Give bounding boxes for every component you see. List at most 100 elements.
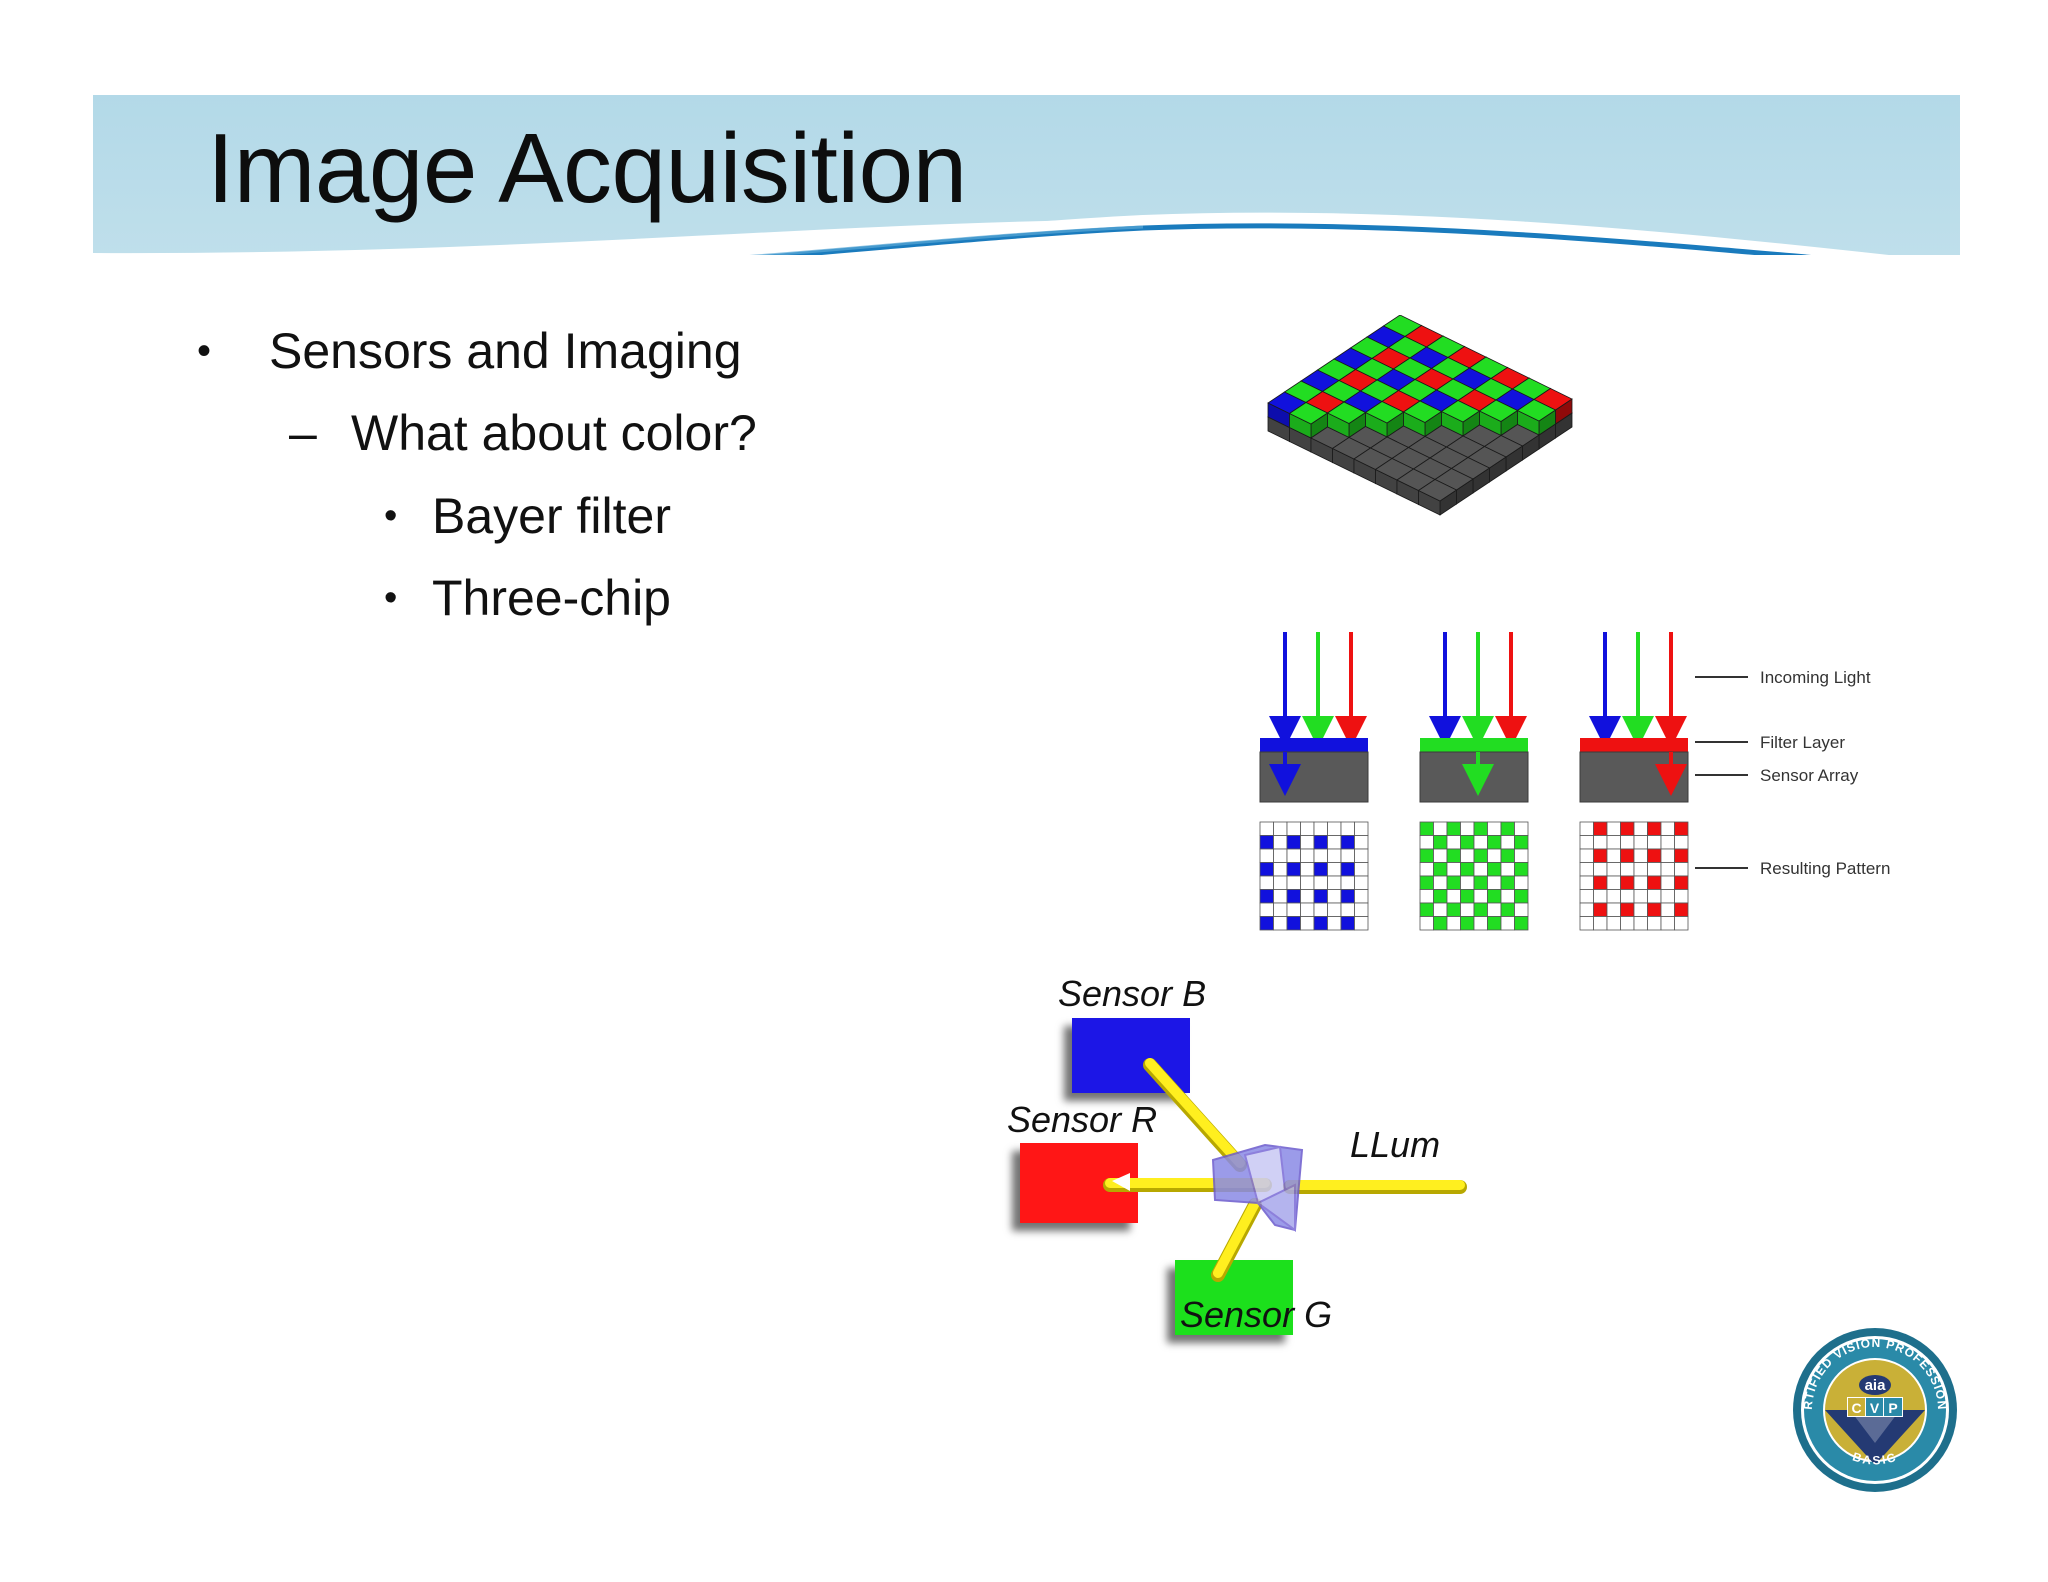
three-chip-diagram: Sensor B Sensor R LLum Sensor G xyxy=(1007,975,1467,1335)
pattern-cell xyxy=(1579,875,1594,890)
pattern-cell xyxy=(1273,821,1288,836)
pattern-cell xyxy=(1286,916,1301,931)
badge-ring-text-bottom: BASIC xyxy=(1851,1450,1899,1468)
pattern-cell xyxy=(1579,848,1594,863)
pattern-cell xyxy=(1273,875,1288,890)
pattern-cell xyxy=(1514,875,1529,890)
pattern-cell xyxy=(1660,889,1675,904)
pattern-cell xyxy=(1593,875,1608,890)
pattern-cell xyxy=(1647,875,1662,890)
bullet-what-about-color: – What about color? xyxy=(289,404,757,462)
prism xyxy=(1211,1143,1304,1232)
pattern-cell xyxy=(1500,821,1515,836)
cvp-badge-logo: CERTIFIED VISION PROFESSIONAL BASIC aia … xyxy=(1790,1325,1957,1492)
pattern-cell xyxy=(1327,835,1342,850)
pattern-cell xyxy=(1620,835,1635,850)
pattern-cell xyxy=(1259,889,1274,904)
pattern-cell xyxy=(1473,902,1488,917)
sensor-g-block xyxy=(1175,1260,1293,1335)
label-sensor-b: Sensor B xyxy=(1058,975,1206,1014)
pattern-cell xyxy=(1446,916,1461,931)
pattern-cell xyxy=(1300,848,1315,863)
pattern-cell xyxy=(1660,875,1675,890)
pattern-cell xyxy=(1593,862,1608,877)
bullet-sensors-and-imaging: • Sensors and Imaging xyxy=(197,322,742,380)
pattern-cell xyxy=(1660,848,1675,863)
sensor-cell xyxy=(1417,479,1458,502)
pattern-cell xyxy=(1487,821,1502,836)
bullet-text: Three-chip xyxy=(432,570,671,626)
filter-cell xyxy=(1440,400,1481,423)
pattern-cell xyxy=(1674,916,1689,931)
pattern-cell xyxy=(1313,916,1328,931)
pattern-cell xyxy=(1606,862,1621,877)
pattern-cell xyxy=(1419,862,1434,877)
pattern-cell xyxy=(1633,902,1648,917)
pattern-cell xyxy=(1327,848,1342,863)
pattern-cell xyxy=(1300,835,1315,850)
pattern-cell xyxy=(1473,862,1488,877)
pattern-cell xyxy=(1419,821,1434,836)
pattern-cell xyxy=(1433,889,1448,904)
pattern-cell xyxy=(1633,848,1648,863)
pattern-cell xyxy=(1473,835,1488,850)
pattern-cell xyxy=(1606,875,1621,890)
pattern-cell xyxy=(1340,875,1355,890)
pattern-cell xyxy=(1354,889,1369,904)
beam-arrowhead xyxy=(1112,1173,1130,1191)
bullet-marker: • xyxy=(197,328,212,373)
bayer-mosaic-illustration xyxy=(1267,315,1573,516)
pattern-cell xyxy=(1500,862,1515,877)
pattern-cell xyxy=(1446,821,1461,836)
pattern-cell xyxy=(1514,835,1529,850)
pattern-cell xyxy=(1674,889,1689,904)
pattern-cell xyxy=(1259,862,1274,877)
pattern-cell xyxy=(1327,902,1342,917)
pattern-cell xyxy=(1674,821,1689,836)
bullet-bayer-filter: • Bayer filter xyxy=(384,487,671,545)
pattern-cell xyxy=(1473,916,1488,931)
pattern-cell xyxy=(1460,835,1475,850)
pattern-cell xyxy=(1606,835,1621,850)
bayer-layer-diagram: Incoming Light Filter Layer Sensor Array… xyxy=(1259,632,1890,931)
pattern-cell xyxy=(1647,862,1662,877)
label-resulting-pattern: Resulting Pattern xyxy=(1760,859,1890,878)
pattern-cell xyxy=(1313,889,1328,904)
pattern-cell xyxy=(1460,848,1475,863)
pattern-cell xyxy=(1286,848,1301,863)
pattern-cell xyxy=(1579,889,1594,904)
filter-cell xyxy=(1402,400,1443,423)
pattern-cell xyxy=(1433,821,1448,836)
bullet-text: Bayer filter xyxy=(432,488,671,544)
pattern-cell xyxy=(1273,862,1288,877)
pattern-cell xyxy=(1419,916,1434,931)
pattern-cell xyxy=(1354,916,1369,931)
pattern-cell xyxy=(1500,835,1515,850)
label-sensor-r: Sensor R xyxy=(1007,1099,1157,1140)
pattern-cell xyxy=(1286,862,1301,877)
filter-layer-bar xyxy=(1260,738,1368,752)
label-incoming-light: Incoming Light xyxy=(1760,668,1871,687)
pattern-cell xyxy=(1419,889,1434,904)
pattern-cell xyxy=(1300,902,1315,917)
pattern-cell xyxy=(1460,862,1475,877)
pattern-cell xyxy=(1647,848,1662,863)
pattern-cell xyxy=(1340,821,1355,836)
pattern-cell xyxy=(1354,902,1369,917)
pattern-cell xyxy=(1593,889,1608,904)
pattern-cell xyxy=(1354,862,1369,877)
pattern-cell xyxy=(1487,916,1502,931)
label-filter-layer: Filter Layer xyxy=(1760,733,1845,752)
slide-title: Image Acquisition xyxy=(207,113,967,223)
pattern-cell xyxy=(1433,875,1448,890)
pattern-cell xyxy=(1286,821,1301,836)
pattern-cell xyxy=(1593,848,1608,863)
badge-letter-p: P xyxy=(1888,1400,1897,1416)
filter-cell xyxy=(1478,399,1519,422)
pattern-cell xyxy=(1327,889,1342,904)
pattern-cell xyxy=(1460,875,1475,890)
pattern-cell xyxy=(1620,821,1635,836)
pattern-cell xyxy=(1433,902,1448,917)
bullet-marker: • xyxy=(384,576,398,619)
pattern-cell xyxy=(1446,875,1461,890)
